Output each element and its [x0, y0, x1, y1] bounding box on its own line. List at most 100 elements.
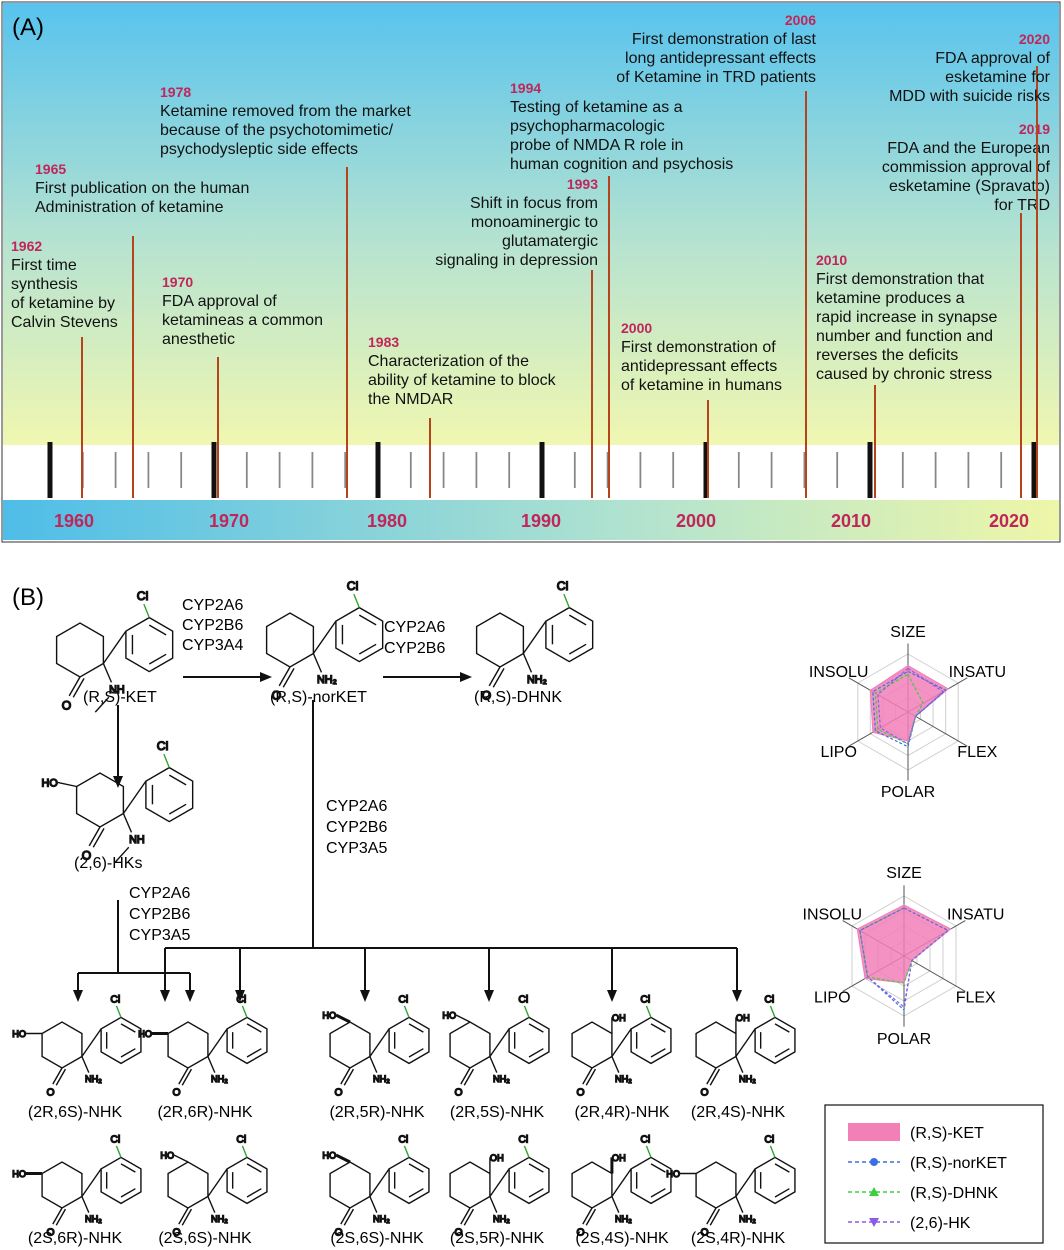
atom-label: NH₂ — [739, 1074, 756, 1084]
event-year: 1965 — [35, 161, 66, 177]
legend-label: (2,6)-HK — [910, 1215, 971, 1232]
enzyme-label: CYP2A6 — [129, 885, 190, 902]
radar-series-line — [872, 670, 947, 748]
radar-series-line — [877, 667, 945, 745]
radar-axis-label: LIPO — [820, 744, 856, 761]
radar-axis-label: SIZE — [886, 865, 922, 882]
event-description: First demonstration of last — [632, 31, 817, 48]
event-year: 1993 — [567, 176, 598, 192]
nhk-label: (2R,4R)-NHK — [574, 1104, 669, 1121]
atom-label: NH₂ — [493, 1214, 510, 1224]
atom-label: HO — [12, 1029, 26, 1039]
atom-label: Cl — [157, 739, 168, 753]
atom-label: Cl — [518, 1134, 528, 1145]
enzyme-label: CYP2B6 — [129, 906, 190, 923]
atom-label: NH₂ — [493, 1074, 510, 1084]
atom-label: NH₂ — [317, 674, 337, 686]
event-year: 1962 — [11, 238, 42, 254]
event-year: 2000 — [621, 320, 652, 336]
event-description: of Ketamine in TRD patients — [616, 69, 816, 86]
atom-label: HO — [12, 1169, 26, 1179]
decade-label: 2010 — [831, 511, 871, 531]
atom-label: O — [82, 848, 91, 862]
radar-axis-label: FLEX — [956, 989, 996, 1006]
atom-label: NH₂ — [615, 1214, 632, 1224]
event-description: of ketamine in humans — [621, 377, 782, 394]
atom-label: O — [62, 698, 71, 712]
enzymes-hk-to-nhk: CYP2A6 CYP2B6 CYP3A5 — [129, 885, 190, 944]
event-year: 1994 — [510, 80, 541, 96]
atom-label: O — [454, 1088, 462, 1099]
atom-label: NH₂ — [615, 1074, 632, 1084]
radar-axis-label: POLAR — [877, 1031, 931, 1048]
atom-label: OH — [736, 1013, 750, 1023]
radar-axis-label: INSATU — [947, 907, 1004, 924]
atom-label: O — [172, 1228, 180, 1239]
atom-label: O — [700, 1228, 708, 1239]
atom-label: NH₂ — [85, 1214, 102, 1224]
nhk-label: (2R,5R)-NHK — [329, 1104, 424, 1121]
metabolism-graphic: (B) CYP2A6 CYP2B6 CYP3A4 CYP2A6 CYP2B6 C… — [11, 578, 1044, 1247]
radar-legend: (R,S)-KET(R,S)-norKET(R,S)-DHNK(2,6)-HK — [824, 1104, 1044, 1244]
nhk-label: (2R,6S)-NHK — [28, 1104, 123, 1121]
atom-label: Cl — [764, 1134, 774, 1145]
event-description: Administration of ketamine — [35, 199, 224, 216]
radar-axis-label: POLAR — [881, 784, 935, 801]
nhk-label: (2R,6R)-NHK — [157, 1104, 252, 1121]
atom-label: HO — [666, 1169, 680, 1179]
radar-series-ket — [856, 904, 952, 984]
event-year: 2019 — [1019, 121, 1050, 137]
radar-axis-label: INSOLU — [809, 664, 869, 681]
decade-label: 1960 — [54, 511, 94, 531]
event-year: 2010 — [816, 252, 847, 268]
event-description: long antidepressant effects — [625, 50, 816, 67]
event-description: FDA and the European — [887, 140, 1050, 157]
atom-label: NH — [129, 834, 145, 846]
timeline-ticks — [47, 442, 1037, 498]
event-description: synthesis — [11, 276, 78, 293]
event-description: Calvin Stevens — [11, 314, 118, 331]
decade-label: 1980 — [367, 511, 407, 531]
atom-label: Cl — [518, 994, 528, 1005]
nhk-label: (2S,6S)-NHK — [330, 1230, 424, 1247]
event-description: psychodysleptic side effects — [160, 141, 358, 158]
atom-label: NH₂ — [739, 1214, 756, 1224]
event-year: 1978 — [160, 84, 191, 100]
event-description: number and function and — [816, 328, 993, 345]
atom-label: O — [46, 1228, 54, 1239]
atom-label: O — [334, 1088, 342, 1099]
compound-norket-label: (R,S)-norKET — [270, 689, 367, 706]
atom-label: O — [576, 1228, 584, 1239]
event-description: monoaminergic to — [471, 214, 598, 231]
molecule: ClO NH₂ HO — [665, 1134, 796, 1239]
enzymes-ket-to-norket: CYP2A6 CYP2B6 CYP3A4 — [182, 597, 243, 654]
event-description: commission approval of — [882, 159, 1051, 176]
panel-a-label: (A) — [12, 14, 44, 41]
radar-axis-label: FLEX — [957, 744, 997, 761]
radar-series-line — [859, 907, 950, 1012]
atom-label: Cl — [347, 579, 358, 593]
atom-label: O — [334, 1228, 342, 1239]
radar-axis — [907, 711, 968, 747]
legend-label: (R,S)-KET — [910, 1125, 984, 1142]
nhk-label: (2R,4S)-NHK — [691, 1104, 786, 1121]
enzyme-label: CYP2A6 — [182, 597, 243, 614]
event-description: glutamatergic — [502, 233, 598, 250]
enzyme-label: CYP2A6 — [384, 619, 445, 636]
atom-label: HO — [138, 1029, 152, 1039]
